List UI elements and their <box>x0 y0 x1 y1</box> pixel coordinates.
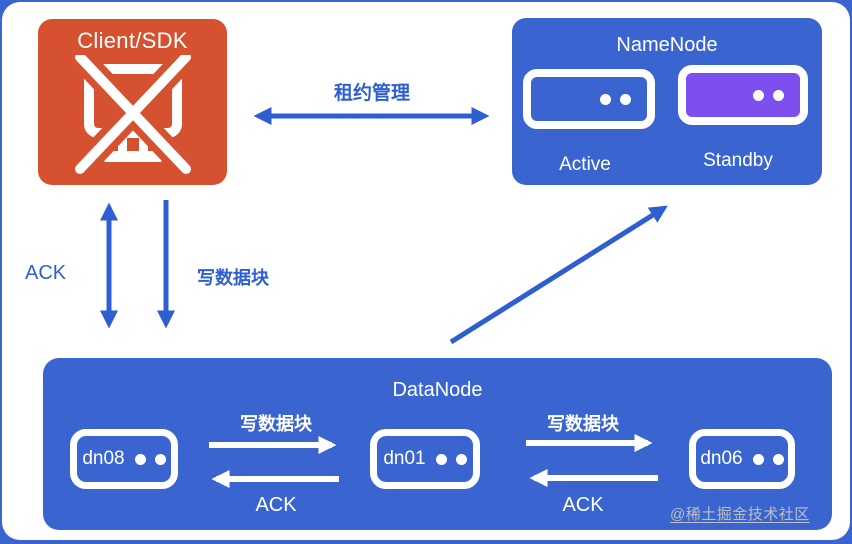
client-ack-label: ACK <box>25 262 67 284</box>
crossed-monitor-icon <box>70 55 195 177</box>
dn06-label: dn06 <box>700 448 743 469</box>
datanode-dn08-icon: dn08 <box>70 429 178 489</box>
server-led-dots <box>134 453 166 465</box>
client-sdk-title: Client/SDK <box>77 28 188 53</box>
client-write-block-label: 写数据块 <box>197 268 269 288</box>
active-label: Active <box>559 154 611 175</box>
datanode-dn06-icon: dn06 <box>689 429 795 489</box>
namenode-box: NameNode Active Standby <box>512 18 822 185</box>
namenode-title: NameNode <box>616 34 718 56</box>
datanode-dn01-icon: dn01 <box>370 429 480 489</box>
client-sdk-box: Client/SDK <box>38 19 227 185</box>
dn08-label: dn08 <box>82 448 125 469</box>
standby-label: Standby <box>703 150 773 171</box>
standby-namenode-icon <box>678 65 808 125</box>
server-led-dots <box>752 453 784 465</box>
active-namenode-icon <box>523 69 655 129</box>
lease-management-label: 租约管理 <box>333 83 410 104</box>
pipeline-ack-label-1: ACK <box>255 494 297 516</box>
pipeline-write-label-2: 写数据块 <box>547 414 619 434</box>
pipeline-ack-label-2: ACK <box>562 494 604 516</box>
dn01-label: dn01 <box>383 448 426 469</box>
pipeline-write-label-1: 写数据块 <box>240 414 312 434</box>
datanode-namenode-arrow <box>449 205 668 345</box>
server-led-dots <box>600 93 631 105</box>
server-led-dots <box>753 89 784 101</box>
datanode-title: DataNode <box>392 379 483 401</box>
server-led-dots <box>435 453 467 465</box>
watermark: @稀土掘金技术社区 <box>670 506 810 523</box>
datanode-box: DataNode dn08 dn01 dn06 写数据块 ACK 写数据块 AC… <box>43 358 832 530</box>
